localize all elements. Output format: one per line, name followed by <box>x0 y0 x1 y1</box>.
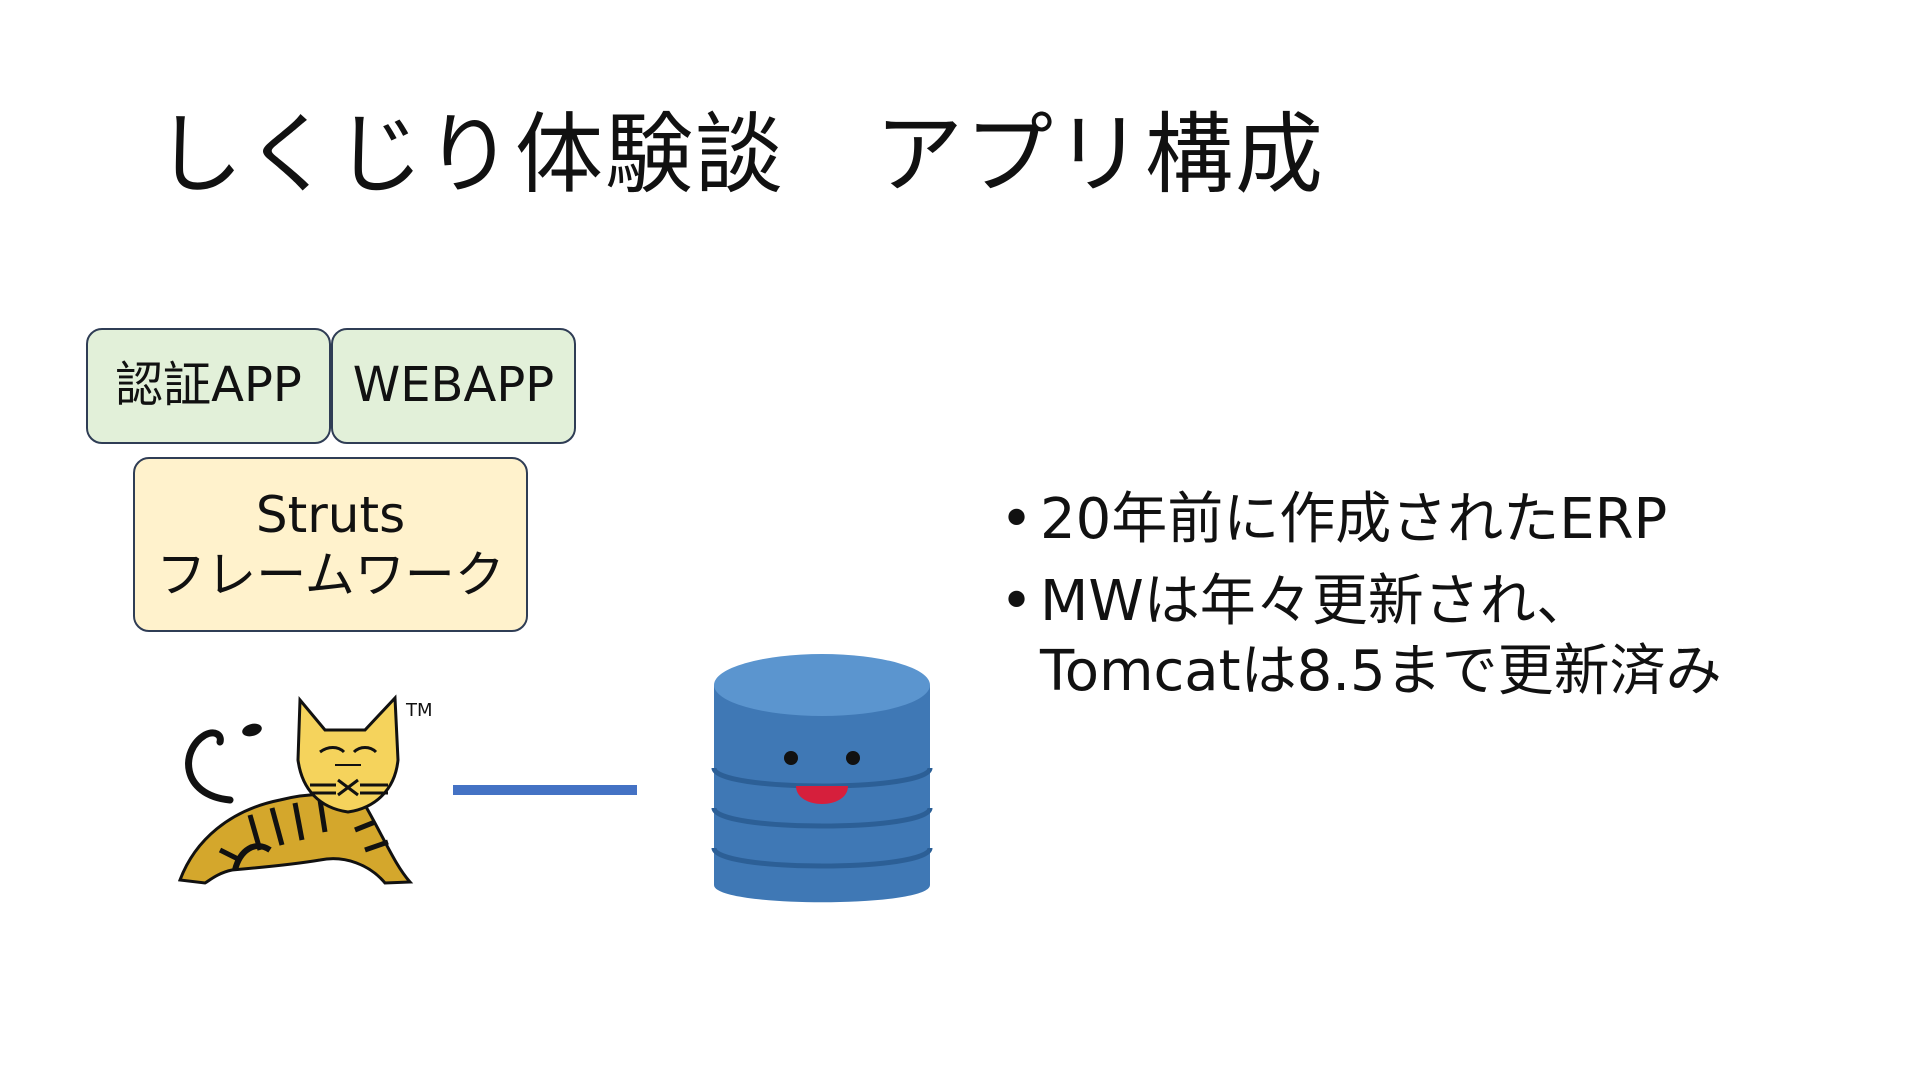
auth-app-label: 認証APP <box>115 357 302 414</box>
framework-label: フレームワーク <box>156 545 505 604</box>
slide-title: しくじり体験談 アプリ構成 <box>155 103 1326 206</box>
bullet-text: 20年前に作成されたERP <box>1040 487 1668 552</box>
bullet-list: • 20年前に作成されたERP • MWは年々更新され、 Tomcatは8.5ま… <box>1000 485 1722 719</box>
web-app-box: WEBAPP <box>331 328 576 444</box>
bullet-dot: • <box>1000 487 1034 552</box>
trademark-label: TM <box>405 700 433 721</box>
struts-framework-box: Struts フレームワーク <box>133 457 528 632</box>
database-icon <box>711 654 933 903</box>
connector-line <box>453 785 637 795</box>
tomcat-logo-icon: TM <box>177 694 433 885</box>
bullet-item: • 20年前に作成されたERP <box>1000 485 1722 555</box>
auth-app-box: 認証APP <box>86 328 331 444</box>
bullet-item: • MWは年々更新され、 Tomcatは8.5まで更新済み <box>1000 567 1722 707</box>
bullet-dot: • <box>1000 569 1034 634</box>
bullet-text-continued: Tomcatは8.5まで更新済み <box>1040 639 1722 704</box>
struts-label: Struts <box>255 485 406 544</box>
web-app-label: WEBAPP <box>352 357 555 414</box>
bullet-text: MWは年々更新され、 <box>1040 569 1593 634</box>
